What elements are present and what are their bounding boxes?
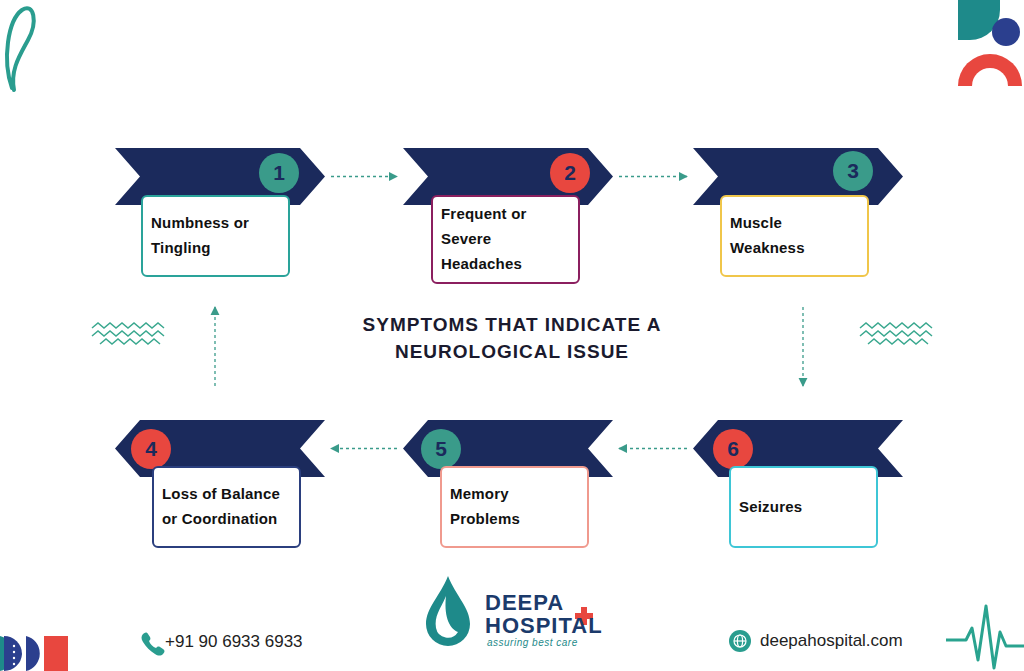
symptom-text: Frequent or Severe Headaches [441, 202, 570, 276]
shape [4, 636, 22, 671]
shape [44, 636, 68, 671]
symptom-box: Loss of Balance or Coordination [152, 466, 301, 548]
symptom-text: Seizures [739, 495, 802, 520]
label-text: +91 90 6933 6933 [165, 632, 303, 652]
symptom-box: Numbness or Tingling [141, 195, 290, 277]
phone-icon [142, 633, 165, 656]
label-text: assuring best care [487, 637, 578, 648]
symptom-box: Muscle Weakness [720, 195, 869, 277]
half-circle [972, 68, 1008, 86]
symptom-step: 2Frequent or Severe Headaches [403, 148, 613, 284]
globe-icon [729, 630, 751, 652]
symptom-step: 1Numbness or Tingling [115, 148, 325, 277]
flow-arrow [331, 176, 397, 177]
ecg-line [946, 606, 1024, 668]
callout-number: 1 [273, 161, 285, 185]
symptom-step: 3Muscle Weakness [693, 148, 903, 277]
dots [13, 645, 15, 665]
symptom-box: Seizures [729, 466, 878, 548]
flow-arrow [619, 176, 687, 177]
logo-drop [436, 596, 458, 638]
symptom-step: 6Seizures [693, 420, 903, 548]
label-text: DEEPA [485, 590, 564, 616]
flow-arrow [214, 307, 215, 386]
symptom-box: Memory Problems [440, 466, 589, 548]
dots [979, 79, 1000, 82]
logo-drop [426, 576, 470, 646]
symptom-text: Loss of Balance or Coordination [162, 482, 291, 532]
half-circle [958, 54, 1022, 86]
symptom-text: Muscle Weakness [730, 211, 859, 261]
flow-arrow [331, 448, 397, 449]
symptom-text: Memory Problems [450, 482, 579, 532]
callout-number: 5 [435, 437, 447, 461]
callout-number: 6 [727, 437, 739, 461]
flow-arrow [802, 307, 803, 386]
dot [992, 18, 1020, 46]
label-text: deepahospital.com [760, 631, 903, 651]
diagram-title: SYMPTOMS THAT INDICATE A NEUROLOGICAL IS… [322, 312, 702, 365]
globe-icon [734, 635, 746, 647]
callout-number: 3 [847, 159, 859, 183]
flow-arrow [619, 448, 687, 449]
symptom-text: Numbness or Tingling [151, 211, 280, 261]
number-circle: 2 [550, 153, 590, 193]
number-circle: 3 [833, 151, 873, 191]
shape [26, 636, 40, 671]
label-text: HOSPITAL [485, 613, 603, 639]
symptom-step: 4Loss of Balance or Coordination [115, 420, 325, 548]
symptom-box: Frequent or Severe Headaches [431, 195, 580, 284]
number-circle: 1 [259, 153, 299, 193]
number-circle: 4 [131, 429, 171, 469]
callout-number: 4 [145, 437, 157, 461]
number-circle: 6 [713, 429, 753, 469]
number-circle: 5 [421, 429, 461, 469]
symptom-step: 5Memory Problems [403, 420, 613, 548]
swirl [7, 8, 34, 90]
callout-number: 2 [564, 161, 576, 185]
